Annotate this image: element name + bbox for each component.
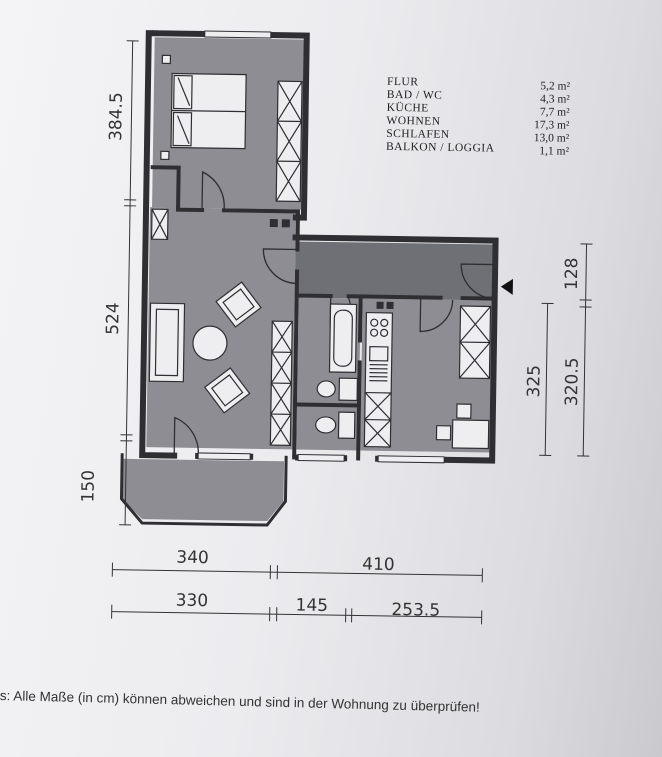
- window-bad: [297, 454, 345, 462]
- door-schlafen: [201, 170, 225, 211]
- dim-right-outer: 320.5: [562, 357, 583, 406]
- dim-bottom-row2-middle: 145: [295, 595, 328, 616]
- kitchen-counter: [363, 311, 394, 448]
- sink: [316, 377, 359, 402]
- dim-bottom-row2-right: 253.5: [391, 600, 440, 621]
- dimension-lines: [111, 40, 593, 625]
- legend-area-kueche: 7,7 m²: [540, 106, 570, 118]
- wardrobe-schlafen: [275, 80, 303, 203]
- legend-area-bad: 4,3 m²: [540, 93, 570, 105]
- dim-bottom-row1-right: 410: [362, 555, 395, 576]
- legend-room-schlafen: SCHLAFEN: [386, 128, 450, 141]
- windows: [197, 30, 445, 464]
- shaft: [269, 219, 394, 309]
- legend-area-schlafen: 13,0 m²: [534, 132, 570, 145]
- dim-bottom-row1-left: 340: [176, 548, 209, 569]
- dining-set: [435, 403, 490, 450]
- dim-left-lower: 150: [78, 470, 99, 503]
- legend-room-kueche: KÜCHE: [387, 100, 429, 115]
- bathtub: [328, 303, 358, 374]
- toilet: [315, 411, 356, 440]
- door-balkon: [173, 416, 199, 456]
- dim-left-middle: 524: [103, 302, 124, 335]
- dim-bottom-row2-left: 330: [176, 591, 209, 612]
- armchairs: [203, 281, 262, 414]
- area-legend: FLUR 5,2 m² BAD / WC 4,3 m² KÜCHE 7,7 m²…: [386, 76, 571, 158]
- balkon-railing: [119, 453, 288, 527]
- legend-area-flur: 5,2 m²: [540, 80, 570, 92]
- balkon-floor: [121, 458, 285, 522]
- legend-area-balkon: 1,1 m²: [539, 145, 569, 157]
- legend-room-flur: FLUR: [387, 76, 419, 88]
- entrance-arrow-icon: [500, 278, 513, 295]
- window-wohnen: [197, 452, 251, 461]
- dim-left-upper: 384.5: [106, 92, 127, 141]
- room-floors: [121, 37, 494, 522]
- wohnen-floor: [146, 207, 297, 450]
- interior-walls: [150, 165, 497, 461]
- door-entrance: [460, 263, 496, 300]
- shelf-wohnen-left: [150, 208, 169, 241]
- sofa: [148, 302, 186, 383]
- flur-floor: [294, 241, 494, 301]
- bed: [160, 54, 247, 161]
- dim-right-top: 128: [562, 257, 583, 290]
- legend-room-bad: BAD / WC: [387, 89, 443, 102]
- dim-right-inner: 325: [524, 365, 545, 398]
- door-wohnen-flur: [262, 248, 298, 285]
- coffee-table: [192, 325, 228, 361]
- door-kueche: [419, 299, 454, 333]
- legend-room-wohnen: WOHNEN: [386, 115, 440, 128]
- legend-area-wohnen: 17,3 m²: [534, 119, 570, 132]
- window-schlafen: [204, 30, 272, 39]
- legend-room-balkon: BALKON / LOGGIA: [386, 141, 495, 155]
- cabinet-wohnen: [269, 320, 293, 446]
- kitchen-cabinet: [458, 305, 492, 380]
- window-kueche: [377, 455, 445, 464]
